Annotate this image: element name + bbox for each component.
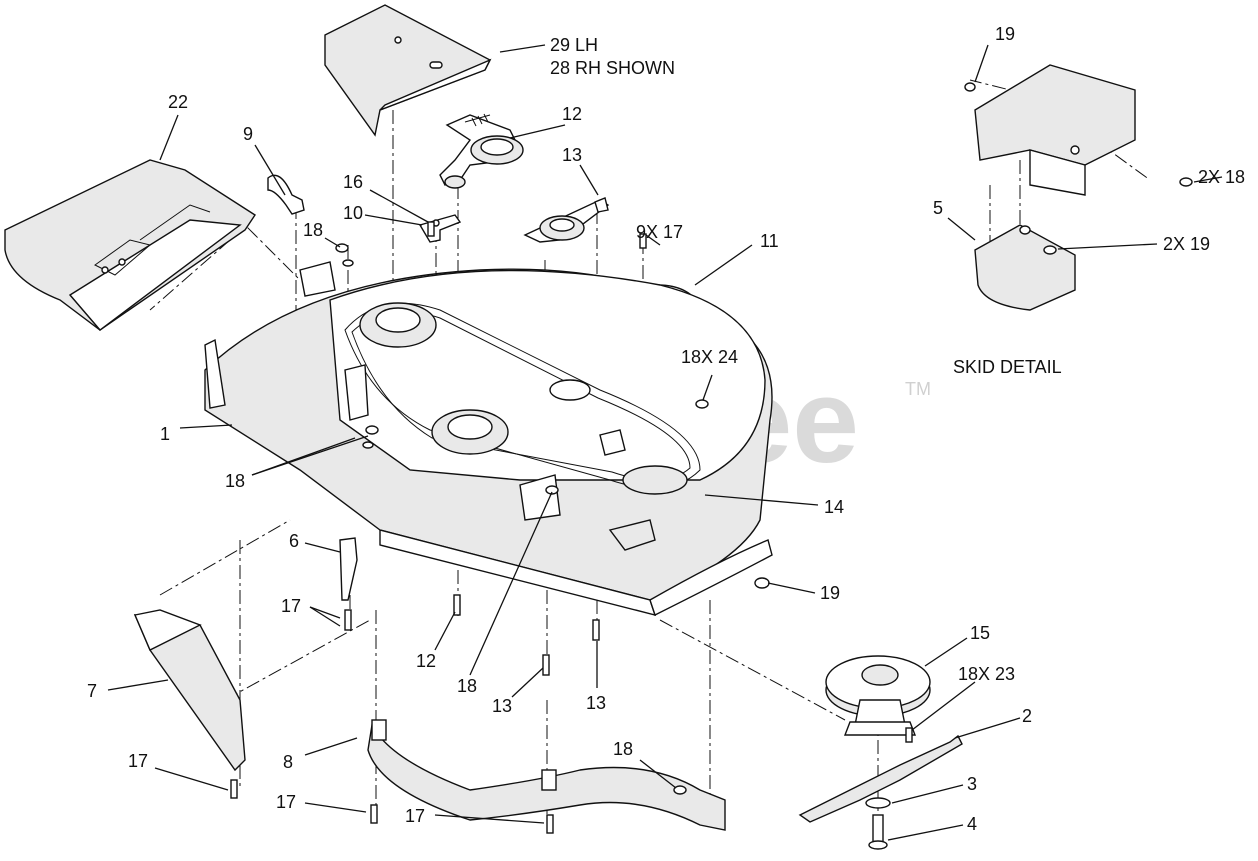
idler-arm-12-part xyxy=(439,113,524,189)
callout-28: 28 RH SHOWN xyxy=(550,58,675,78)
callout-19-skid: 19 xyxy=(995,24,1015,44)
callout-18x24: 18X 24 xyxy=(681,347,738,367)
skid-detail-title: SKID DETAIL xyxy=(953,357,1062,377)
callout-13-bottom-b: 13 xyxy=(586,693,606,713)
callout-13-top: 13 xyxy=(562,145,582,165)
callout-1: 1 xyxy=(160,424,170,444)
blade-2-part xyxy=(798,734,963,823)
callout-15: 15 xyxy=(970,623,990,643)
callout-4: 4 xyxy=(967,814,977,834)
leader-lines xyxy=(107,44,1223,841)
callout-12-bottom: 12 xyxy=(416,651,436,671)
callout-11: 11 xyxy=(760,231,779,251)
callout-17-c: 17 xyxy=(276,792,296,812)
shield-part xyxy=(324,4,492,137)
callout-17-d: 17 xyxy=(405,806,425,826)
callout-5: 5 xyxy=(933,198,943,218)
bracket-10-part xyxy=(418,214,462,243)
callout-14: 14 xyxy=(824,497,844,517)
hardware-parts xyxy=(230,221,913,834)
skid-bracket-part xyxy=(964,64,1193,196)
callout-18-center: 18 xyxy=(457,676,477,696)
callout-3: 3 xyxy=(967,774,977,794)
callout-9x17: 9X 17 xyxy=(636,222,683,242)
callout-19-deck: 19 xyxy=(820,583,840,603)
spindle-15-part xyxy=(825,655,931,736)
callout-8: 8 xyxy=(283,752,293,772)
callout-18-top: 18 xyxy=(303,220,323,240)
callout-18x23: 18X 23 xyxy=(958,664,1015,684)
callout-9: 9 xyxy=(243,124,253,144)
callout-7: 7 xyxy=(87,681,97,701)
callout-12-top: 12 xyxy=(562,104,582,124)
idler-arm-13-part xyxy=(523,197,610,243)
callout-10: 10 xyxy=(343,203,363,223)
callout-17-b: 17 xyxy=(128,751,148,771)
bolt-4-part xyxy=(868,814,888,850)
watermark-tm: TM xyxy=(905,379,931,399)
washer-3-part xyxy=(865,797,891,809)
baffle-8-part xyxy=(367,719,726,831)
callout-22: 22 xyxy=(168,92,188,112)
baffle-6-part xyxy=(339,537,358,601)
deflector-7-part xyxy=(133,609,246,772)
callout-17-a: 17 xyxy=(281,596,301,616)
callout-18-left: 18 xyxy=(225,471,245,491)
callout-2x18: 2X 18 xyxy=(1198,167,1245,187)
callout-2x19: 2X 19 xyxy=(1163,234,1210,254)
belt-cover-part xyxy=(4,159,256,331)
knob-9-part xyxy=(267,174,305,215)
callout-6: 6 xyxy=(289,531,299,551)
mower-deck-part xyxy=(204,261,773,616)
callout-18-bottom: 18 xyxy=(613,739,633,759)
callout-13-bottom-a: 13 xyxy=(492,696,512,716)
callout-29: 29 LH xyxy=(550,35,598,55)
callout-16: 16 xyxy=(343,172,363,192)
callout-labels: 29 LH 28 RH SHOWN 22 9 16 10 18 12 13 9X… xyxy=(87,24,1245,834)
skid-5-part xyxy=(974,224,1076,311)
callout-2: 2 xyxy=(1022,706,1032,726)
